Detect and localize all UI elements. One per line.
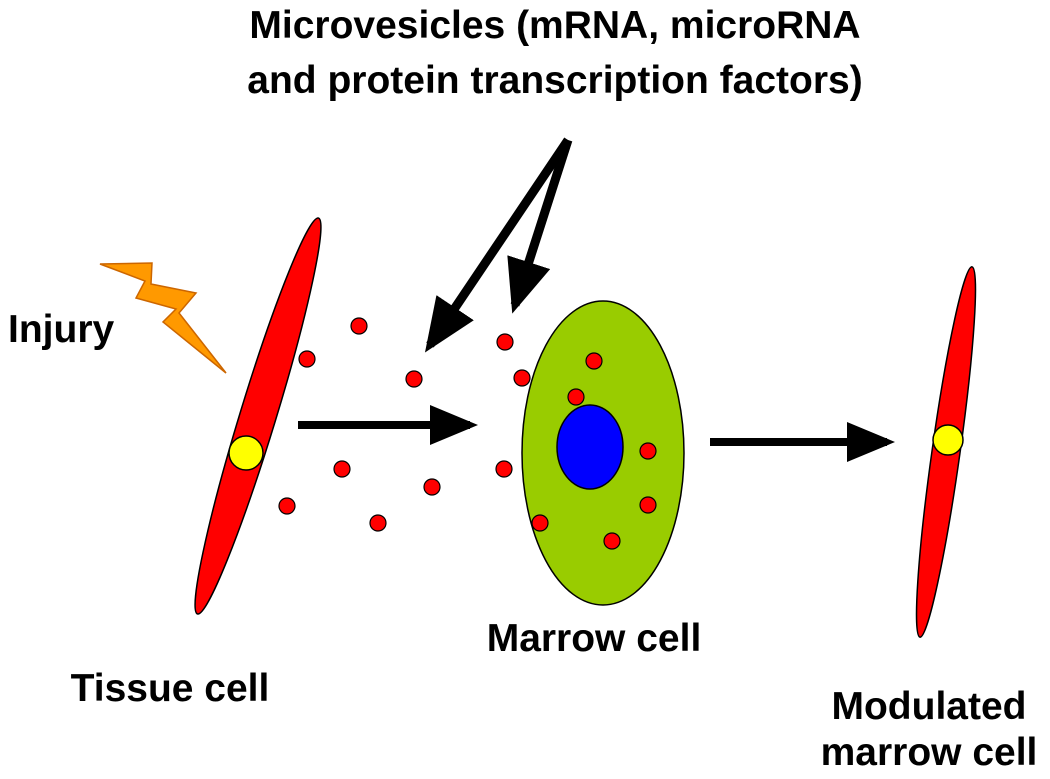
- microvesicle: [405, 370, 423, 388]
- microvesicle: [639, 496, 657, 514]
- microvesicle: [423, 478, 441, 496]
- microvesicle: [513, 369, 531, 387]
- microvesicle: [567, 388, 585, 406]
- microvesicles-group: [278, 317, 531, 532]
- tissue-cell: [194, 217, 322, 615]
- microvesicle: [496, 333, 514, 351]
- microvesicle: [350, 317, 368, 335]
- modulated-cell-label-line2: marrow cell: [821, 731, 1038, 774]
- microvesicle: [298, 350, 316, 368]
- microvesicle: [603, 532, 621, 550]
- marrow-cell-label: Marrow cell: [487, 617, 702, 660]
- microvesicles-label-line2: and protein transcription factors): [247, 59, 862, 102]
- modulated-cell-label-line1: Modulated: [832, 685, 1027, 728]
- microvesicle: [585, 352, 603, 370]
- microvesicles-label-line1: Microvesicles (mRNA, microRNA: [249, 4, 860, 47]
- microvesicle: [278, 497, 296, 515]
- microvesicle: [495, 460, 513, 478]
- microvesicle: [369, 514, 387, 532]
- tissue-cell-label: Tissue cell: [71, 667, 270, 710]
- marrow-cell-nucleus: [556, 404, 624, 490]
- microvesicle: [531, 514, 549, 532]
- pointer-arrow-left: [424, 137, 572, 353]
- modulated-cell-nucleus: [932, 424, 964, 456]
- injury-label: Injury: [8, 308, 114, 351]
- microvesicle: [333, 460, 351, 478]
- marrow-cell-vesicles: [531, 352, 657, 550]
- pointer-arrow-right: [507, 138, 573, 314]
- tissue-cell-nucleus: [228, 435, 264, 471]
- microvesicle: [639, 442, 657, 460]
- lightning-bolt-icon: [99, 262, 227, 374]
